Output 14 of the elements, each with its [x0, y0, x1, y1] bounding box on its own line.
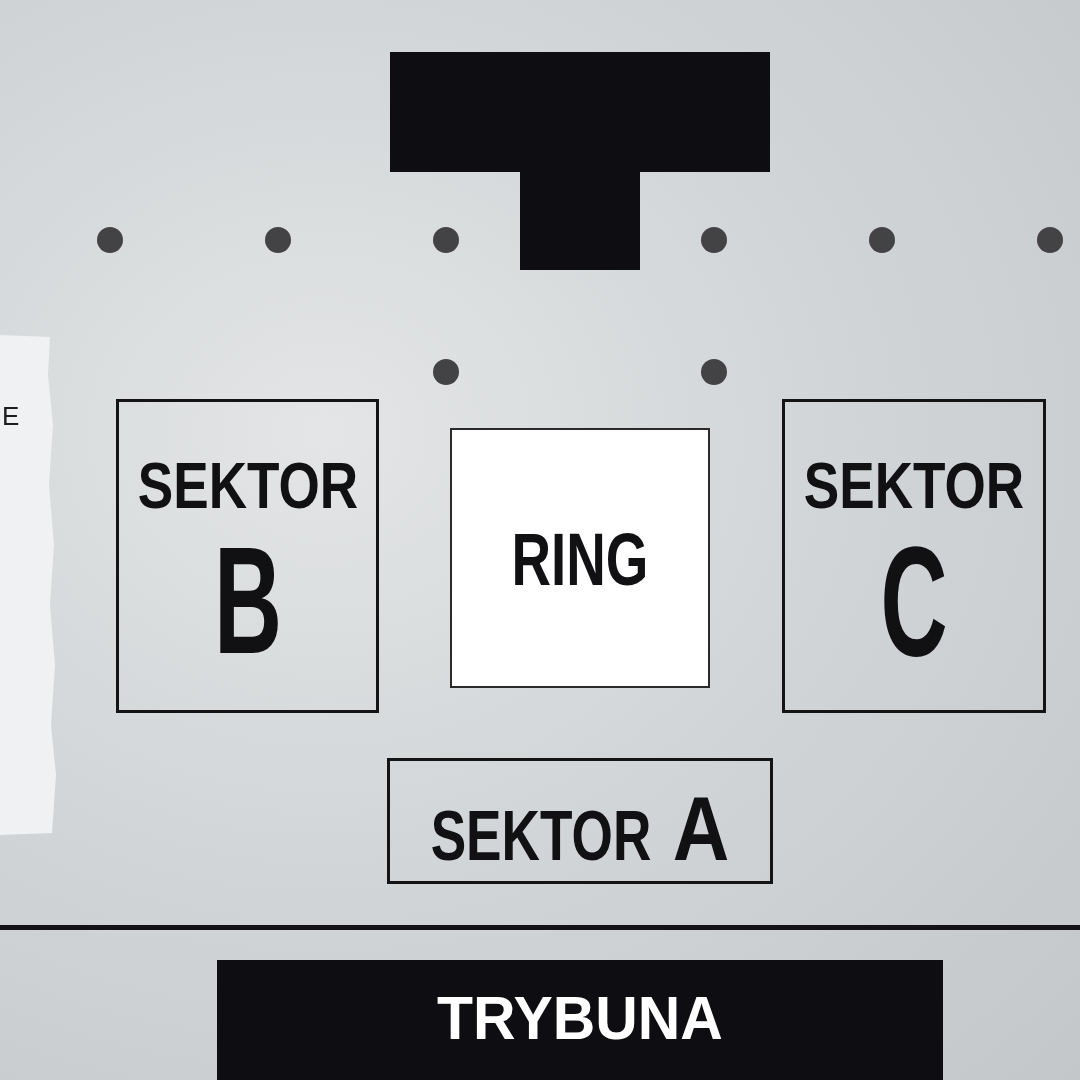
sector-label: SEKTOR: [430, 801, 652, 871]
stand-label: TRYBUNA: [437, 987, 723, 1049]
sector-letter: A: [672, 782, 730, 874]
sector-letter: C: [880, 523, 948, 679]
sector-box: [782, 399, 1046, 713]
ring-box: [450, 428, 710, 688]
sector-label: SEKTOR: [803, 454, 1025, 518]
ring-label: RING: [511, 523, 649, 597]
strip-text: E: [2, 403, 20, 429]
sector-box: [387, 758, 773, 884]
stand-block: [217, 960, 943, 1080]
sector-box: [116, 399, 379, 713]
sector-letter: B: [213, 524, 282, 676]
sector-label: SEKTOR: [137, 454, 358, 518]
